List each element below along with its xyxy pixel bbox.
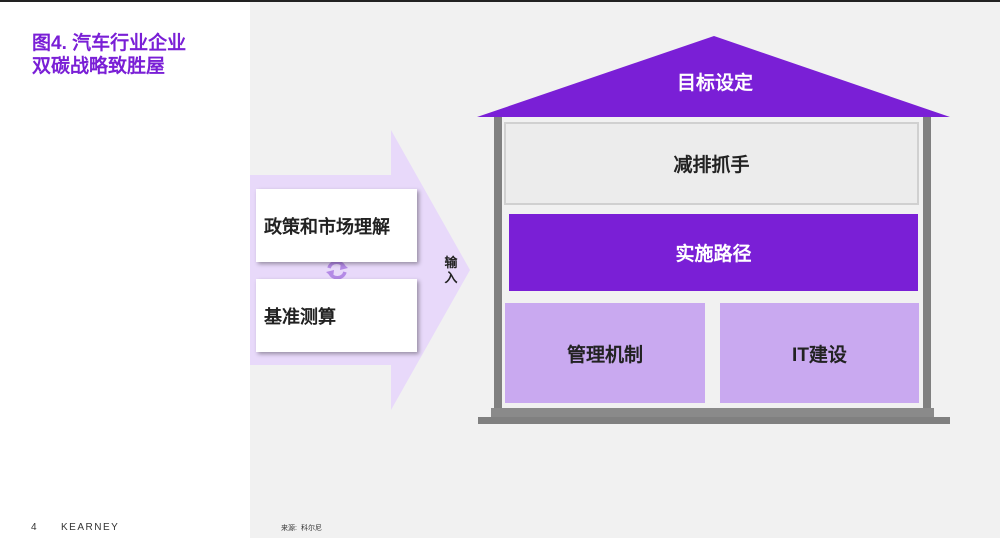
source-label: 来源: xyxy=(281,525,297,532)
house-foundation xyxy=(478,417,950,424)
source-note: 来源:科尔尼 xyxy=(281,523,322,533)
roof-label: 目标设定 xyxy=(676,72,753,94)
policy-card: 政策和市场理解 xyxy=(256,189,417,262)
source-value: 科尔尼 xyxy=(300,525,322,532)
arrow-label-char-2: 入 xyxy=(444,270,458,285)
arrow-label-char-1: 输 xyxy=(444,255,458,270)
cycle-icon xyxy=(326,260,348,280)
house-roof xyxy=(477,36,950,117)
left-panel xyxy=(0,2,250,538)
arrow-label: 输 入 xyxy=(443,255,459,285)
title-line-1: 图4. 汽车行业企业 xyxy=(32,33,187,54)
page-title: 图4. 汽车行业企业 双碳战略致胜屋 xyxy=(32,32,242,78)
reduction-box: 减排抓手 xyxy=(504,122,919,205)
implementation-box: 实施路径 xyxy=(509,214,918,291)
page-number: 4 xyxy=(31,522,37,533)
policy-card-label: 政策和市场理解 xyxy=(264,216,390,237)
pillar-it-label: IT建设 xyxy=(792,344,847,366)
baseline-card: 基准测算 xyxy=(256,279,417,352)
pillar-management-label: 管理机制 xyxy=(566,344,643,366)
title-line-2: 双碳战略致胜屋 xyxy=(32,56,166,77)
house-floor xyxy=(491,408,934,417)
reduction-label: 减排抓手 xyxy=(673,155,750,176)
house-right-wall xyxy=(923,117,931,412)
implementation-label: 实施路径 xyxy=(675,244,752,265)
input-arrow xyxy=(250,130,470,410)
house-left-wall xyxy=(494,117,502,412)
top-rule xyxy=(0,0,1000,2)
baseline-card-label: 基准测算 xyxy=(264,306,336,327)
brand-logo: KEARNEY xyxy=(61,522,120,533)
pillar-it: IT建设 xyxy=(720,303,919,403)
pillar-management: 管理机制 xyxy=(505,303,705,403)
